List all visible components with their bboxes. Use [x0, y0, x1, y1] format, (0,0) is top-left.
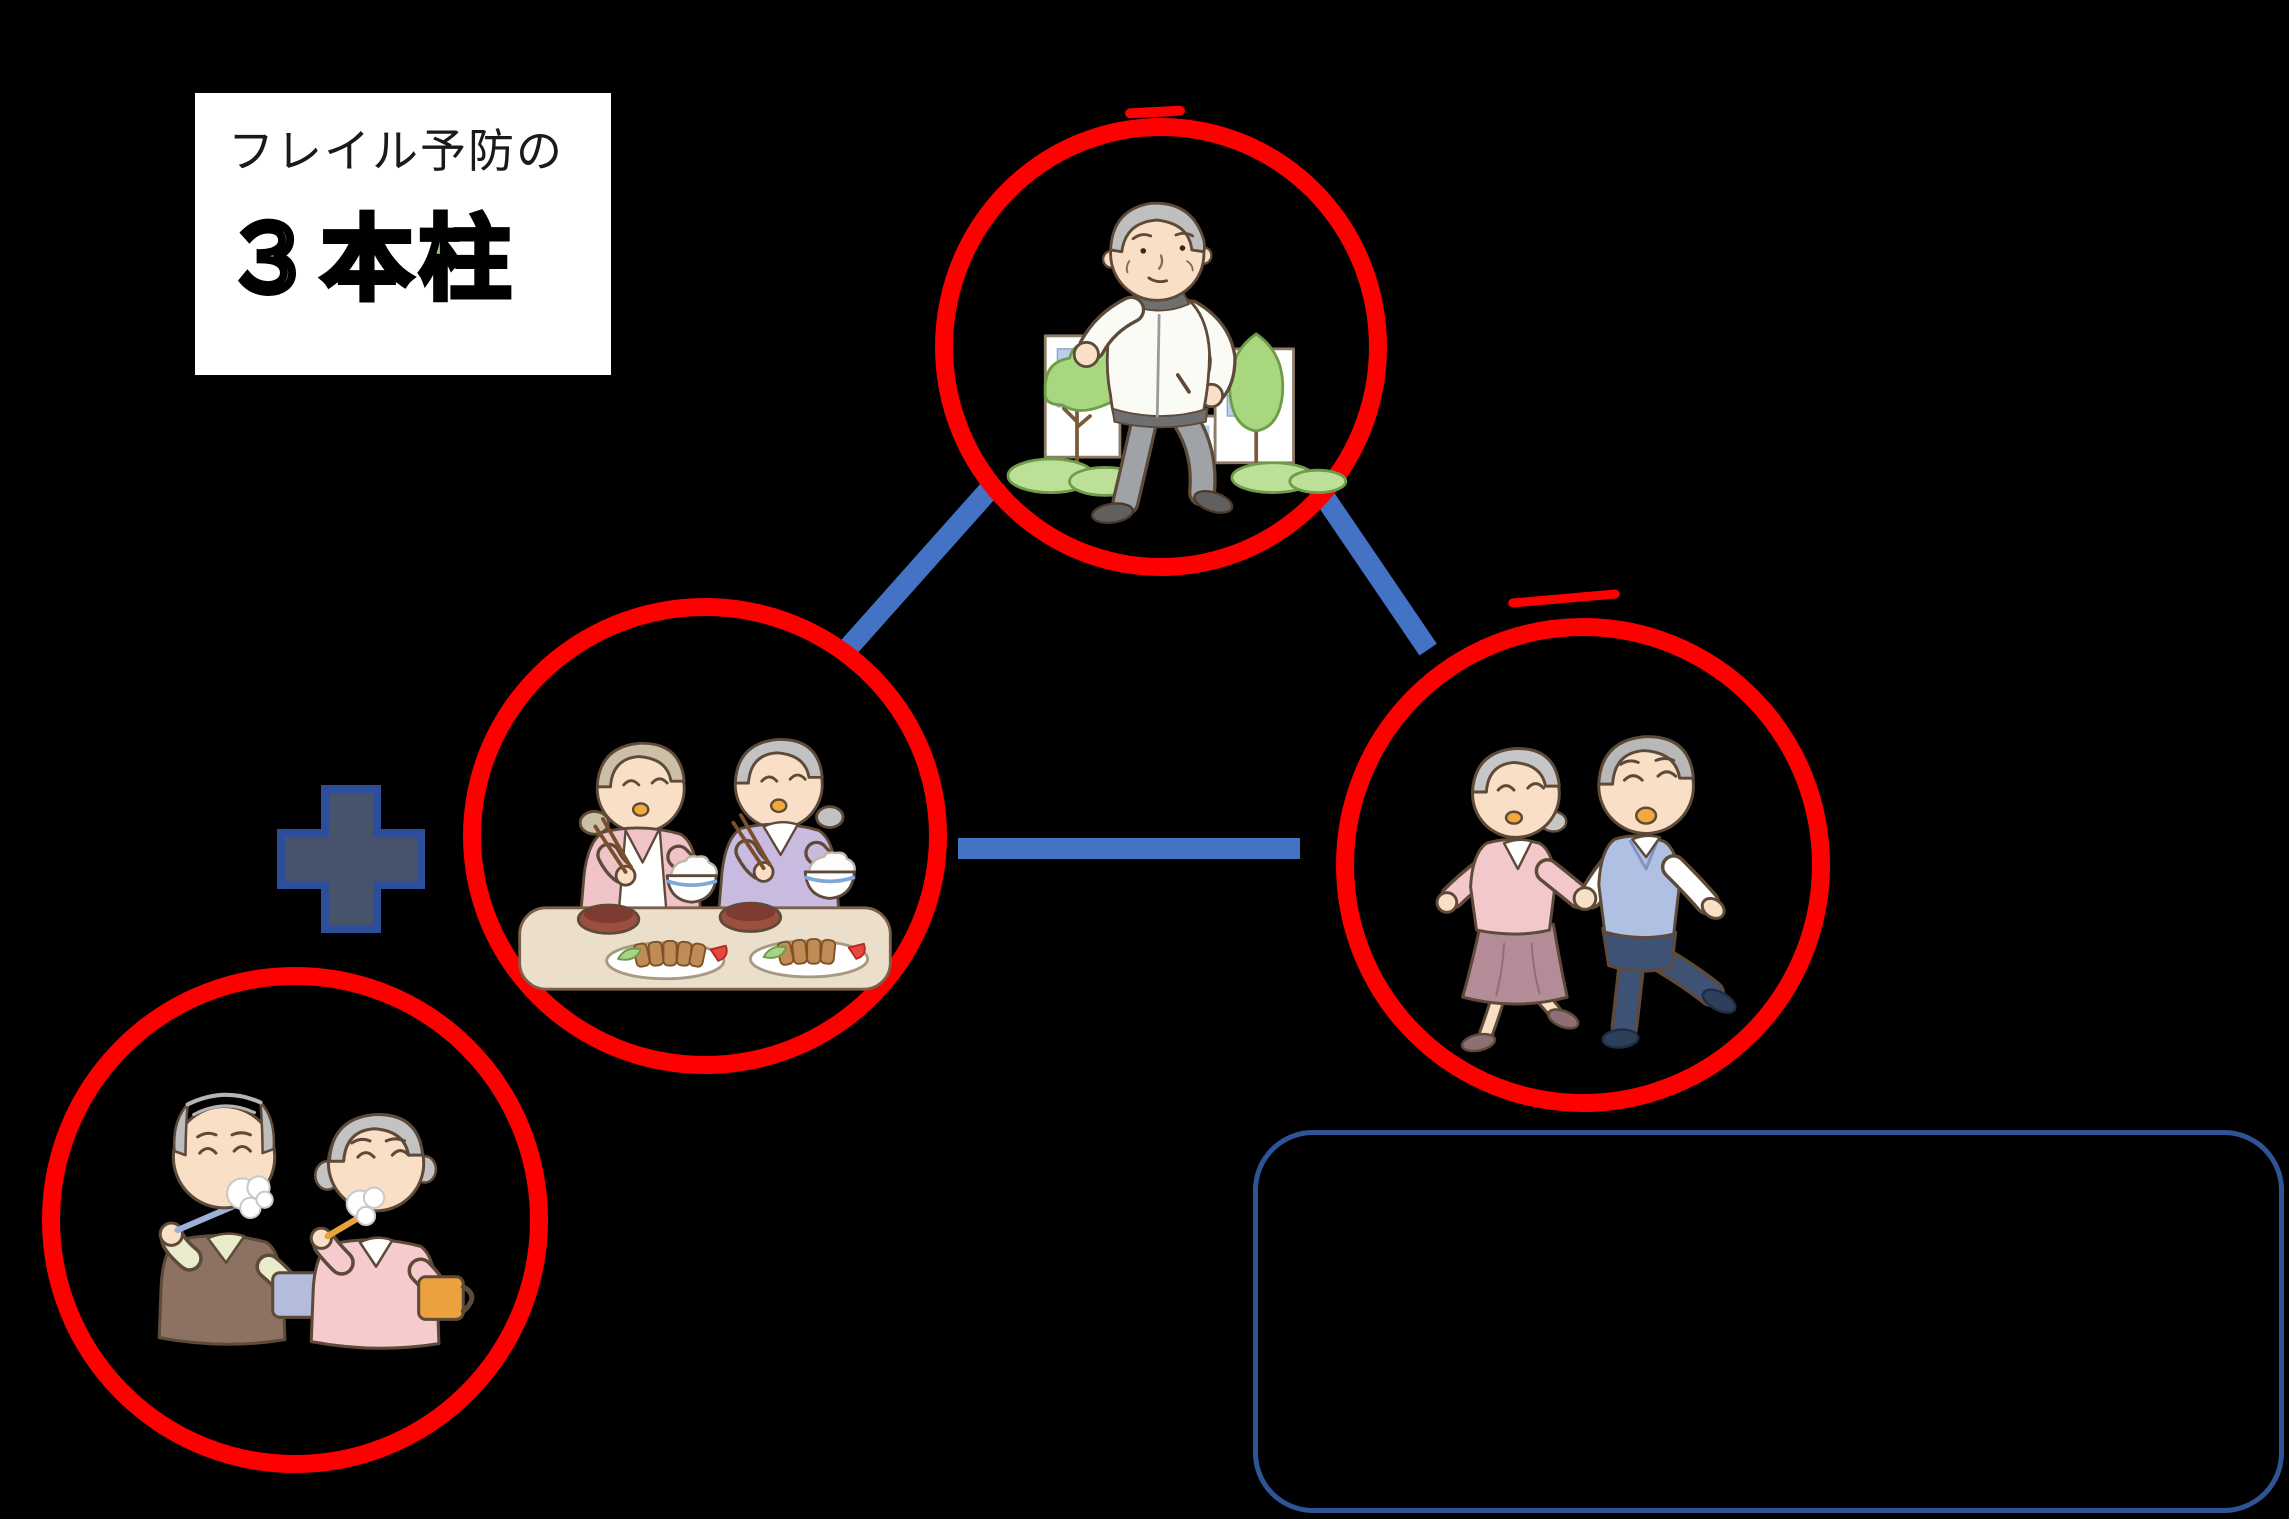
title-line-1: フレイル予防の: [228, 125, 564, 177]
title-card: フレイル予防の ３本柱: [195, 93, 611, 375]
ring-overshoot-stroke-top: [1124, 105, 1186, 119]
ring-overshoot-stroke-right: [1507, 589, 1621, 608]
note-box: [1253, 1130, 2284, 1513]
oral-care-circle: [42, 967, 548, 1473]
social-walking-couple-illustration: [1435, 735, 1737, 1053]
nutrition-eating-women-illustration: [518, 738, 892, 991]
connector-bottom: [958, 838, 1300, 859]
social-circle: [1336, 618, 1830, 1112]
oral-care-toothbrushing-couple-illustration: [157, 1092, 475, 1350]
title-line-2: ３本柱: [220, 207, 518, 314]
plus-icon: [273, 781, 429, 937]
exercise-circle: [935, 118, 1387, 576]
nutrition-circle: [463, 598, 947, 1074]
exercise-walking-man-illustration: [1006, 201, 1348, 524]
